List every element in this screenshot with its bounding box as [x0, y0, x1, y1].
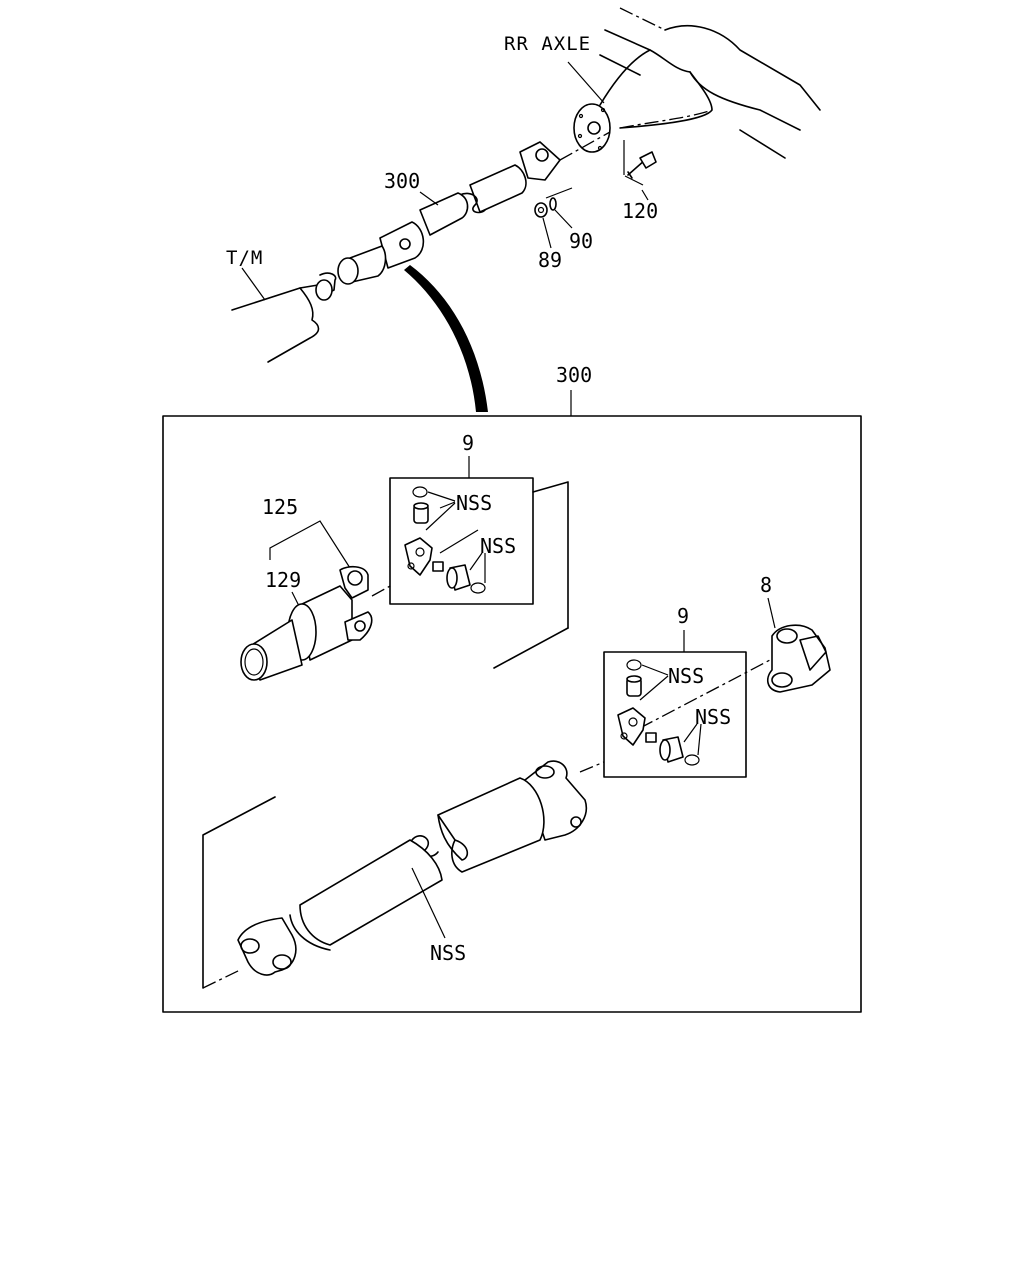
- label-rr-axle: RR AXLE: [504, 33, 591, 55]
- label-nss-4: NSS: [695, 705, 731, 729]
- label-nut: 89: [538, 248, 562, 272]
- label-nss-1: NSS: [456, 491, 492, 515]
- spider-kit-parts-2: [617, 659, 700, 766]
- label-bolt: 120: [622, 199, 658, 223]
- label-tm: T/M: [226, 247, 263, 269]
- slip-yoke-129: [240, 565, 373, 681]
- nut-89: [534, 202, 548, 218]
- detail-arrow: [404, 265, 488, 412]
- label-nss-2: NSS: [480, 534, 516, 558]
- detail-box: [162, 415, 862, 1013]
- label-spider-kit-2: 9: [677, 604, 689, 628]
- label-flange-yoke: 8: [760, 573, 772, 597]
- propeller-shaft-top: [337, 141, 561, 285]
- label-spider-kit-1: 9: [462, 431, 474, 455]
- label-nss-3: NSS: [668, 664, 704, 688]
- label-slip-yoke-group: 125: [262, 495, 298, 519]
- label-slip-yoke: 129: [265, 568, 301, 592]
- washer-90: [549, 197, 557, 211]
- label-nss-tube: NSS: [430, 941, 466, 965]
- flange-yoke-8: [766, 624, 831, 693]
- propeller-shaft-tube: [237, 760, 587, 976]
- label-washer: 90: [569, 229, 593, 253]
- label-assembly-top: 300: [384, 169, 420, 193]
- label-assembly-box: 300: [556, 363, 592, 387]
- transmission-outline: [231, 272, 337, 363]
- bolt-120: [627, 151, 657, 179]
- rear-axle-housing: [573, 7, 821, 159]
- spider-kit-parts-1: [404, 486, 486, 594]
